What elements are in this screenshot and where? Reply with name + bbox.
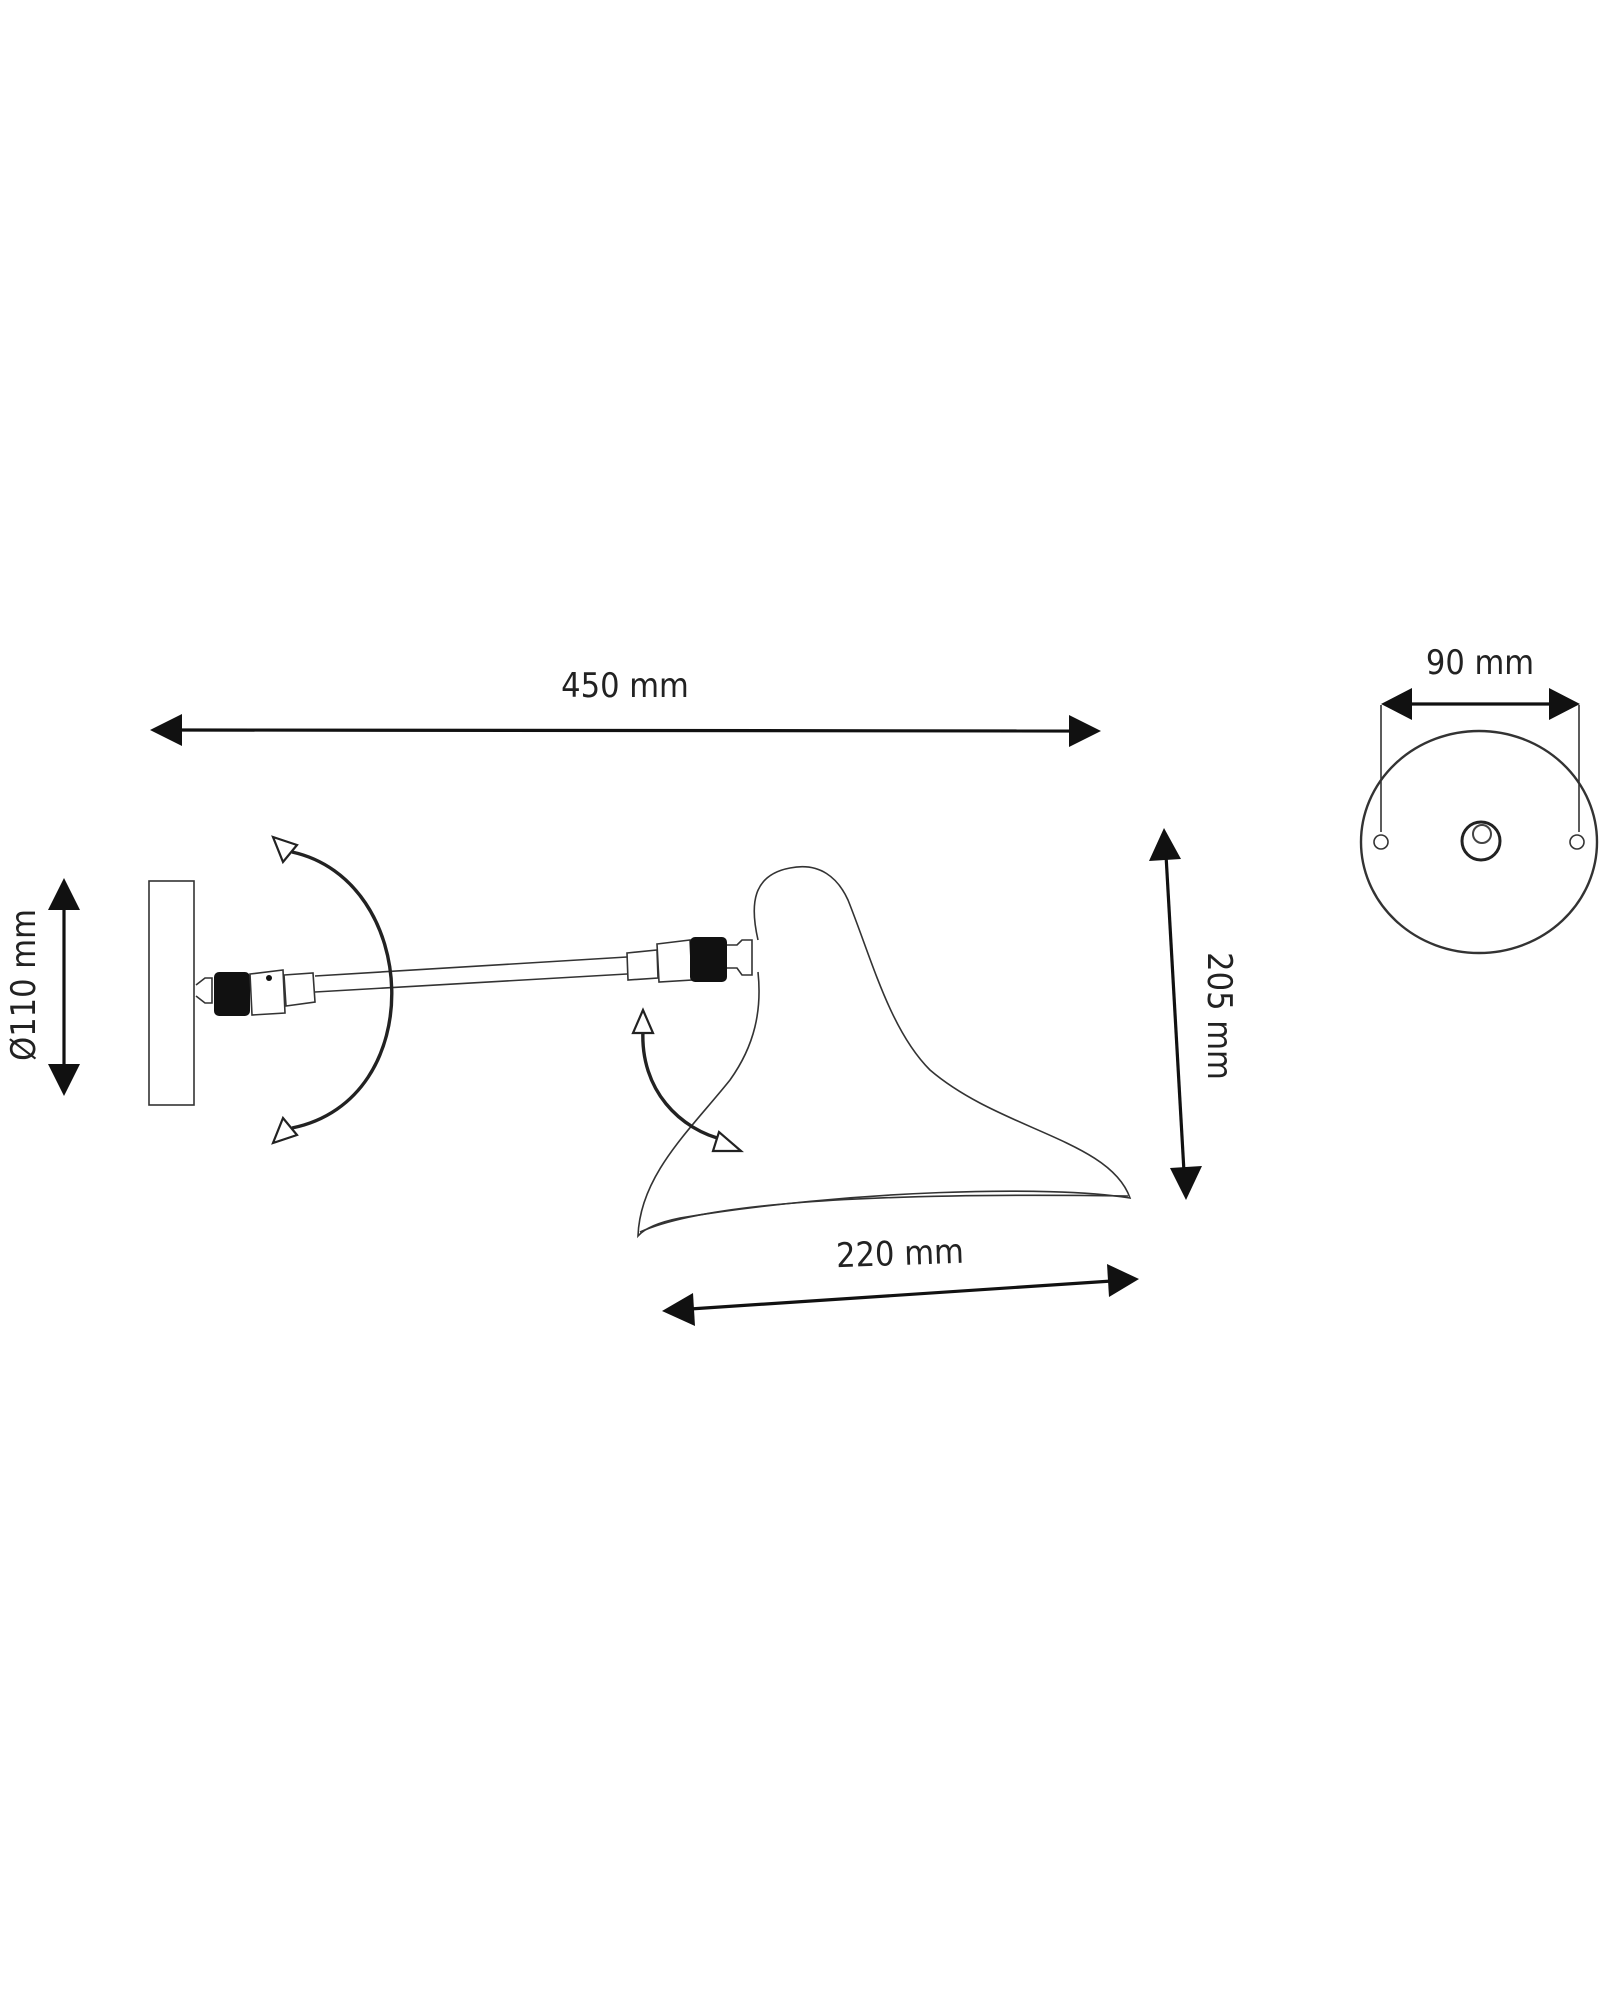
arrowhead-left-icon <box>150 714 182 746</box>
tilt-arrow-right-icon <box>711 1130 744 1153</box>
tilt-arrow-up-icon <box>631 1007 655 1035</box>
shade-length-dimension: 220 mm <box>662 1232 1139 1326</box>
shade-length-label: 220 mm <box>835 1232 964 1276</box>
wall-plate <box>148 880 195 1106</box>
arrowhead-right-icon <box>1069 715 1101 747</box>
arm-rotation-indicator <box>271 835 394 1145</box>
rotation-arrow-down-icon <box>271 1115 299 1145</box>
rotation-arrow-up-icon <box>271 835 299 865</box>
mounting-hole <box>1373 834 1389 850</box>
mounting-hole <box>1569 834 1585 850</box>
height-dimension: 205 mm <box>1149 828 1239 1200</box>
wall-plate-diameter-label: Ø110 mm <box>4 909 44 1061</box>
length-dimension: 450 mm <box>150 666 1101 747</box>
lamp-arm <box>195 937 753 1016</box>
height-label: 205 mm <box>1199 952 1239 1080</box>
wall-plate-front-view: 90 mm <box>1359 643 1599 955</box>
shade-tilt-indicator <box>631 1007 744 1153</box>
wall-plate-diameter-dimension: Ø110 mm <box>4 878 80 1096</box>
hole-spacing-label: 90 mm <box>1426 643 1534 683</box>
length-label: 450 mm <box>561 666 689 706</box>
lamp-shade <box>637 865 1132 1239</box>
